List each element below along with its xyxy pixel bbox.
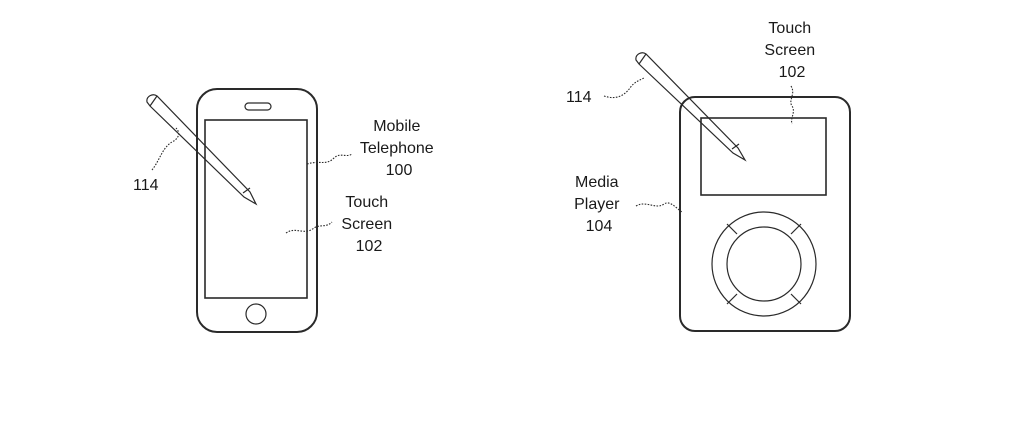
media-player: [679, 96, 851, 332]
player-screen-label: Touch Screen 102: [764, 20, 819, 81]
phone-name-leader: [306, 153, 353, 165]
player-click-wheel: [711, 211, 817, 317]
phone-screen-label: Touch Screen 102: [341, 194, 396, 255]
player-wheel-inner: [726, 226, 802, 302]
phone-stylus-leader: [151, 127, 180, 171]
phone-screen-leader: [285, 221, 333, 234]
phone-speaker-slot: [244, 102, 272, 111]
player-name-leader: [635, 202, 683, 213]
player-stylus-ref: 114: [566, 89, 592, 106]
player-stylus-body: [635, 52, 747, 162]
phone-stylus-ref: 114: [133, 177, 159, 194]
player-screen-leader: [790, 85, 794, 125]
mobile-telephone: [196, 88, 318, 333]
player-stylus-leader: [603, 77, 645, 99]
phone-stylus-body: [146, 94, 258, 206]
phone-stylus: [146, 94, 258, 206]
phone-touch-screen: [204, 119, 308, 299]
phone-home-button: [245, 303, 267, 325]
player-stylus: [635, 52, 747, 162]
phone-body: [196, 88, 318, 333]
player-name-label: Media Player 104: [574, 174, 624, 235]
player-wheel-outer: [711, 211, 817, 317]
player-body: [679, 96, 851, 332]
phone-name-label: Mobile Telephone 100: [360, 118, 438, 179]
